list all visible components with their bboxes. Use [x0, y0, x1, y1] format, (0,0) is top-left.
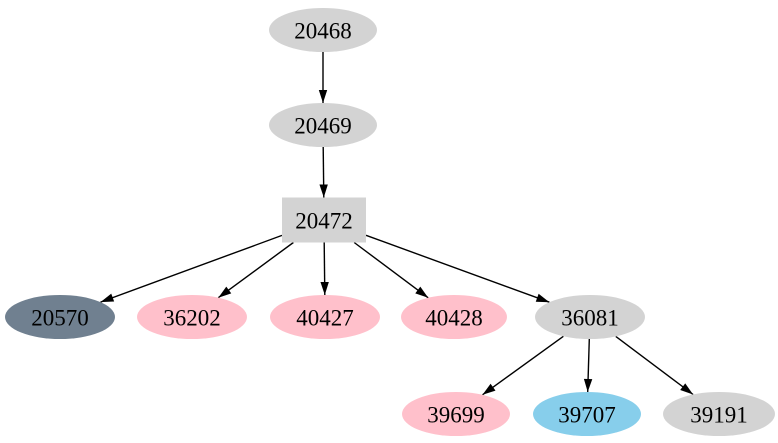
edge-36081-39191 [615, 335, 694, 396]
node-label: 36081 [561, 306, 619, 331]
node-ellipse-shape [402, 392, 510, 436]
node-label: 20468 [294, 19, 352, 44]
node-ellipse-shape [535, 295, 645, 339]
node-label: 20570 [31, 306, 89, 331]
edge-20472-20570 [100, 234, 283, 303]
node-36202: 36202 [137, 295, 247, 339]
node-label: 39699 [427, 403, 485, 428]
node-39191: 39191 [663, 392, 775, 436]
node-ellipse-shape [533, 392, 641, 436]
edges-layer [100, 52, 694, 396]
node-label: 40428 [425, 306, 483, 331]
node-box-shape [282, 197, 366, 243]
node-40428: 40428 [401, 295, 507, 339]
node-ellipse-shape [269, 103, 377, 147]
node-ellipse-shape [270, 295, 380, 339]
node-label: 39707 [558, 403, 616, 428]
node-20570: 20570 [5, 295, 115, 339]
edge-20469-20472 [319, 146, 328, 198]
edge-20472-36081 [365, 234, 550, 303]
node-ellipse-shape [401, 295, 507, 339]
edge-36081-39707 [583, 338, 593, 393]
edge-20472-40427 [320, 242, 329, 296]
edge-20472-40428 [353, 241, 429, 299]
node-39699: 39699 [402, 392, 510, 436]
edge-20472-36202 [217, 241, 294, 299]
node-20472: 20472 [282, 197, 366, 243]
node-ellipse-shape [663, 392, 775, 436]
edge-36081-39699 [482, 335, 564, 396]
nodes-layer: 20468 20469 20472 20570 36202 40427 40428 36081… [5, 8, 775, 436]
node-39707: 39707 [533, 392, 641, 436]
node-label: 40427 [296, 306, 354, 331]
node-label: 20472 [295, 209, 353, 234]
node-36081: 36081 [535, 295, 645, 339]
node-ellipse-shape [269, 8, 377, 52]
node-label: 36202 [163, 306, 221, 331]
node-40427: 40427 [270, 295, 380, 339]
node-20469: 20469 [269, 103, 377, 147]
node-ellipse-shape [5, 295, 115, 339]
node-label: 39191 [690, 403, 748, 428]
node-20468: 20468 [269, 8, 377, 52]
node-label: 20469 [294, 114, 352, 139]
node-ellipse-shape [137, 295, 247, 339]
